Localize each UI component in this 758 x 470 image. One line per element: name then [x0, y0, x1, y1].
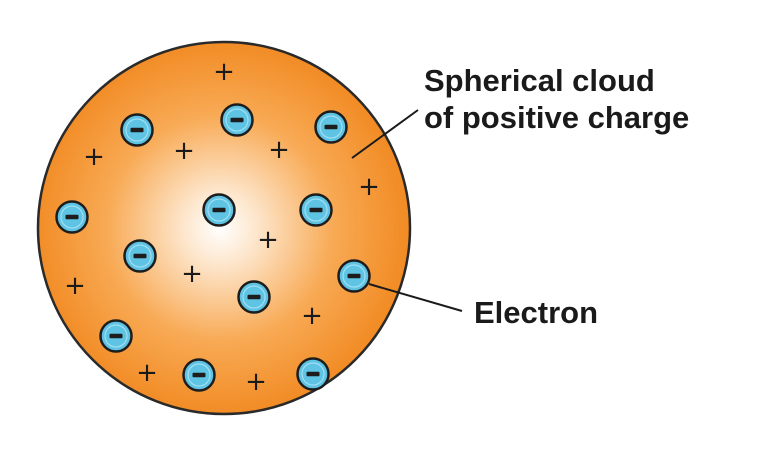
positive-charge-sign: + [83, 142, 105, 172]
cloud-label-line1: Spherical cloud [424, 63, 655, 98]
electron [55, 200, 89, 234]
minus-sign [230, 117, 244, 123]
electron [123, 239, 157, 273]
electron-highlight [125, 118, 149, 142]
minus-sign [306, 371, 320, 377]
positive-charge-sign: + [358, 172, 380, 202]
cloud-label-line2: of positive charge [424, 100, 690, 136]
minus-sign [65, 214, 79, 220]
minus-sign [192, 372, 206, 378]
minus-sign [309, 207, 323, 213]
minus-sign [212, 207, 226, 213]
positive-charge-sign: + [257, 225, 279, 255]
electron [120, 113, 154, 147]
positive-charge-sign: + [173, 136, 195, 166]
positive-charge-sign: + [213, 57, 235, 87]
electron-highlight [304, 198, 328, 222]
electron-highlight [301, 362, 325, 386]
electron-highlight [60, 205, 84, 229]
positive-charge-sign: + [181, 259, 203, 289]
electron-pointer-line [368, 283, 463, 312]
electron-highlight [319, 115, 343, 139]
minus-sign [109, 333, 123, 339]
cloud-pointer-line [351, 109, 419, 159]
electron [182, 358, 216, 392]
electron [314, 110, 348, 144]
minus-sign [130, 127, 144, 133]
minus-sign [324, 124, 338, 130]
electron-highlight [342, 264, 366, 288]
minus-sign [247, 294, 261, 300]
electron [99, 319, 133, 353]
electron [296, 357, 330, 391]
positive-charge-sign: + [245, 367, 267, 397]
electron [299, 193, 333, 227]
positive-charge-sphere [36, 40, 412, 416]
electron [237, 280, 271, 314]
positive-charge-sign: + [64, 271, 86, 301]
electrons [55, 103, 371, 392]
cloud-label: Spherical cloud of positive charge [424, 62, 689, 136]
positive-charge-sign: + [301, 301, 323, 331]
electron-label: Electron [474, 295, 599, 330]
electron-highlight [128, 244, 152, 268]
electron [220, 103, 254, 137]
electron [337, 259, 371, 293]
electron-highlight [187, 363, 211, 387]
electron [202, 193, 236, 227]
minus-sign [133, 253, 147, 259]
electron-highlight [104, 324, 128, 348]
positive-charge-sign: + [268, 135, 290, 165]
electron-highlight [225, 108, 249, 132]
electron-highlight [242, 285, 266, 309]
electron-highlight [207, 198, 231, 222]
positive-charge-sign: + [136, 358, 158, 388]
positive-charges: + + + + + + + + + + + [64, 57, 380, 397]
minus-sign [347, 273, 361, 279]
